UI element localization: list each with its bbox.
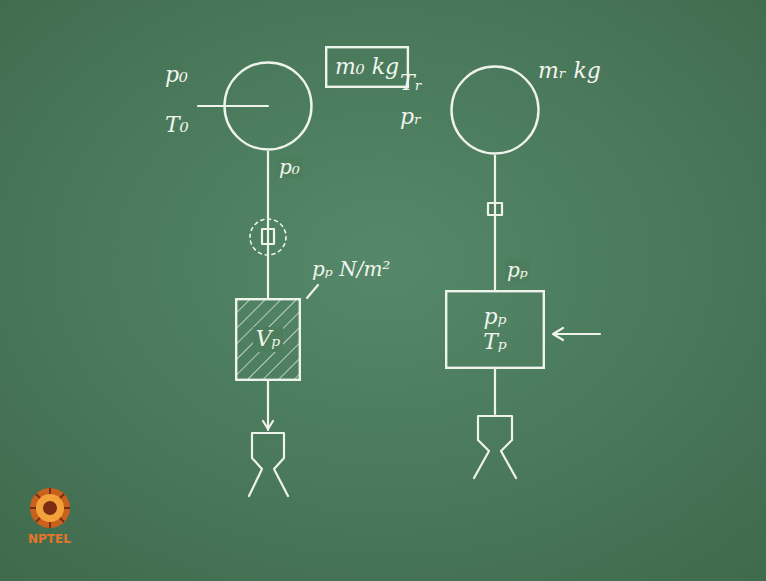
node-text: p₀: [165, 63, 188, 87]
node-text: Vₚ: [253, 327, 284, 351]
box-border: [446, 291, 544, 368]
radius-line: [198, 105, 268, 107]
mass-box: m₀ kg: [325, 46, 409, 88]
nptel-logo: [30, 488, 70, 528]
feed-line: [494, 369, 496, 414]
tank-circle: [452, 67, 539, 154]
node-text: Tᵣ: [400, 71, 422, 95]
pressurized-volume: Vₚ: [235, 298, 301, 381]
feed-line: [267, 381, 269, 430]
tank-circle: [225, 63, 312, 150]
propellant-tank: Tᵣpᵣmᵣ kg: [450, 65, 540, 155]
node-text: Tₚ: [483, 330, 506, 354]
feed-pipe: [494, 155, 496, 290]
node-text: pᵣ: [400, 105, 422, 129]
logo-label: NPTEL: [28, 533, 71, 546]
pressure-label: pₚ: [505, 259, 530, 281]
feed-pipe: [267, 151, 269, 298]
node-text: pₚ: [484, 305, 507, 329]
node-text: m₀ kg: [335, 55, 399, 79]
tank-outline: [450, 65, 540, 155]
node-text: mᵣ kg: [538, 59, 601, 83]
pressure-unit-label: pₚ N/m²: [312, 258, 390, 280]
box-border: [326, 47, 408, 87]
chamber-box: pₚTₚ: [445, 290, 545, 369]
pressure-label: p₀: [277, 156, 302, 178]
heat-arrow: [554, 333, 600, 335]
propellant-tank: p₀T₀: [223, 61, 313, 151]
hatch-fill: [237, 300, 300, 380]
box-border: [236, 299, 300, 380]
node-text: T₀: [165, 113, 189, 137]
leader-line: [307, 285, 318, 298]
nozzle-symbol: [249, 433, 288, 496]
nozzle-symbol: [474, 416, 516, 478]
tank-outline: [223, 61, 313, 151]
flow-arrowhead: [263, 421, 273, 429]
heat-arrowhead: [553, 328, 563, 340]
